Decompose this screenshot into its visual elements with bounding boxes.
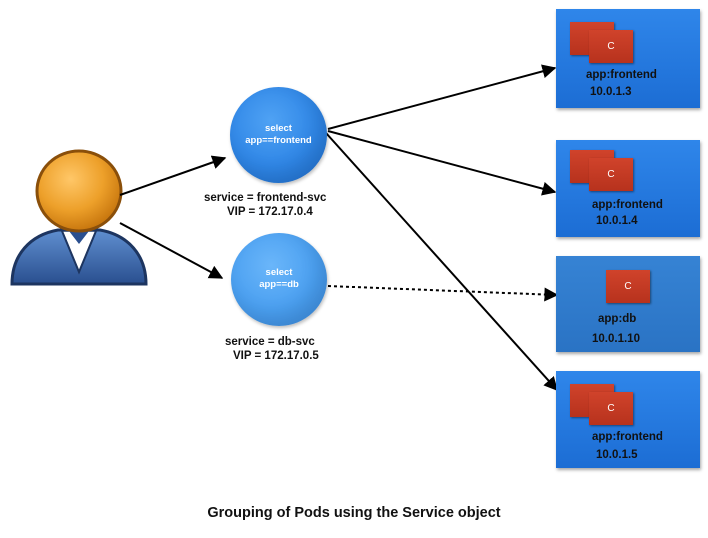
db-service-name: service = db-svc — [225, 336, 315, 348]
frontend-selector: select app==frontend — [230, 123, 327, 147]
selector-keyword: select — [265, 123, 292, 134]
frontend-service-vip: VIP = 172.17.0.4 — [227, 206, 313, 218]
frontend-service-name: service = frontend-svc — [204, 192, 327, 204]
pod-frontend-3: C app:frontend 10.0.1.5 — [556, 371, 700, 468]
pod-ip: 10.0.1.5 — [596, 449, 638, 461]
pod-label: app:frontend — [586, 69, 657, 81]
db-service-node: select app==db — [231, 233, 327, 326]
pod-db: C app:db 10.0.1.10 — [556, 256, 700, 352]
arrow-frontend-svc-to-pod-1 — [327, 64, 557, 130]
pod-ip: 10.0.1.3 — [590, 86, 632, 98]
db-selector: select app==db — [231, 267, 327, 291]
arrow-user-to-frontend-svc — [119, 155, 227, 196]
container-icon: C — [606, 270, 650, 303]
container-icon: C — [589, 30, 633, 63]
user-icon — [10, 149, 148, 286]
frontend-service-node: select app==frontend — [230, 87, 327, 183]
pod-ip: 10.0.1.4 — [596, 215, 638, 227]
db-service-vip: VIP = 172.17.0.5 — [233, 350, 319, 362]
arrow-db-svc-to-db-pod — [327, 285, 559, 302]
arrow-user-to-db-svc — [119, 222, 224, 279]
pod-ip: 10.0.1.10 — [592, 333, 640, 345]
arrow-frontend-svc-to-pod-4 — [325, 132, 558, 392]
pod-label: app:frontend — [592, 199, 663, 211]
selector-expression: app==frontend — [245, 135, 312, 146]
container-icon: C — [589, 392, 633, 425]
arrow-frontend-svc-to-pod-2 — [327, 130, 557, 196]
figure-caption: Grouping of Pods using the Service objec… — [207, 505, 501, 521]
pod-frontend-2: C app:frontend 10.0.1.4 — [556, 140, 700, 237]
pod-label: app:frontend — [592, 431, 663, 443]
pod-frontend-1: C app:frontend 10.0.1.3 — [556, 9, 700, 108]
container-icon: C — [589, 158, 633, 191]
pod-label: app:db — [598, 313, 637, 325]
selector-keyword: select — [265, 267, 293, 278]
selector-expression: app==db — [259, 279, 299, 290]
